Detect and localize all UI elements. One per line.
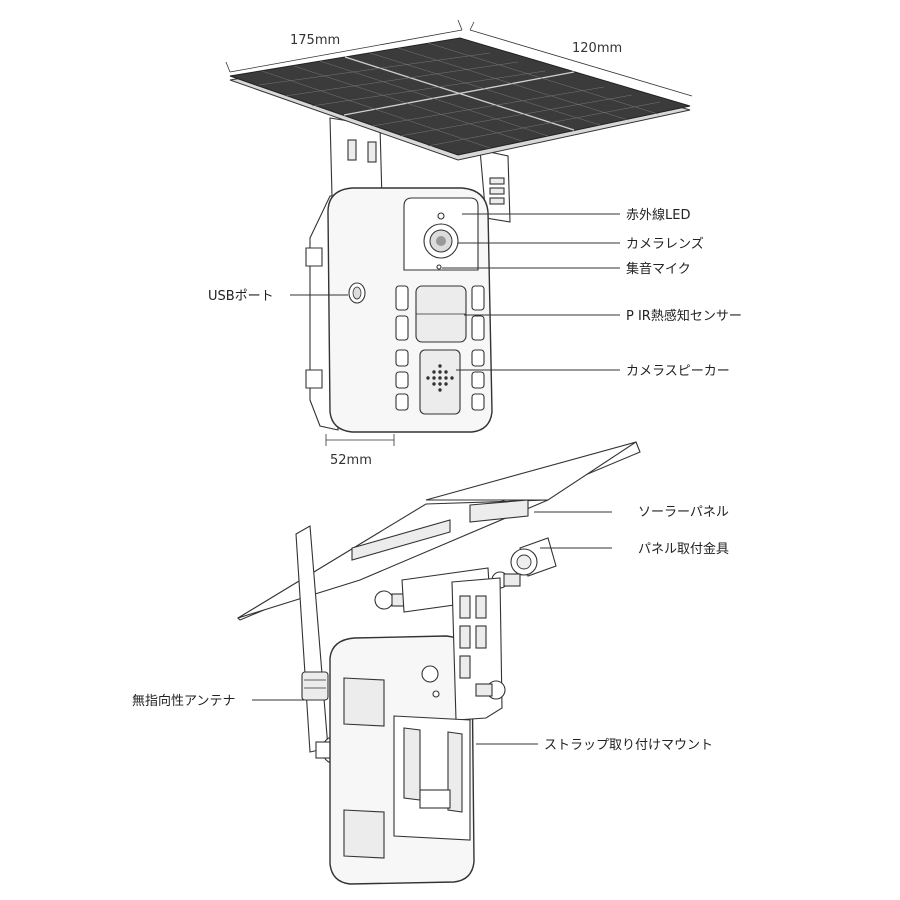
- label-ir-led: 赤外線LED: [626, 207, 690, 223]
- label-panel-bracket: パネル取付金具: [638, 541, 729, 557]
- label-solar-panel: ソーラーパネル: [638, 505, 729, 520]
- rear-leader-lines: [252, 511, 612, 745]
- top-camera-assembly: [225, 19, 693, 446]
- label-microphone: 集音マイク: [626, 261, 691, 277]
- dimension-depth-line: [469, 21, 693, 97]
- rear-camera-assembly: [237, 441, 641, 885]
- label-antenna: 無指向性アンテナ: [132, 693, 235, 709]
- top-leader-lines: [290, 213, 620, 371]
- dimension-width-line: [225, 19, 463, 73]
- dimension-depth-label: 120mm: [572, 41, 622, 56]
- label-usb-port: USBポート: [208, 289, 274, 304]
- dimension-width-label: 175mm: [290, 33, 340, 48]
- strap-mount-bracket: [393, 577, 506, 841]
- dimension-thickness-label: 52mm: [330, 453, 372, 468]
- upper-bracket: [329, 117, 511, 223]
- label-strap-mount: ストラップ取り付けマウント: [544, 738, 713, 753]
- label-speaker: カメラスピーカー: [626, 364, 730, 379]
- label-pir-sensor: P IR熱感知センサー: [626, 308, 742, 324]
- dimension-thickness-line: [325, 434, 395, 446]
- camera-front: [327, 187, 493, 433]
- top-solar-panel: [229, 37, 691, 161]
- label-camera-lens: カメラレンズ: [626, 236, 704, 252]
